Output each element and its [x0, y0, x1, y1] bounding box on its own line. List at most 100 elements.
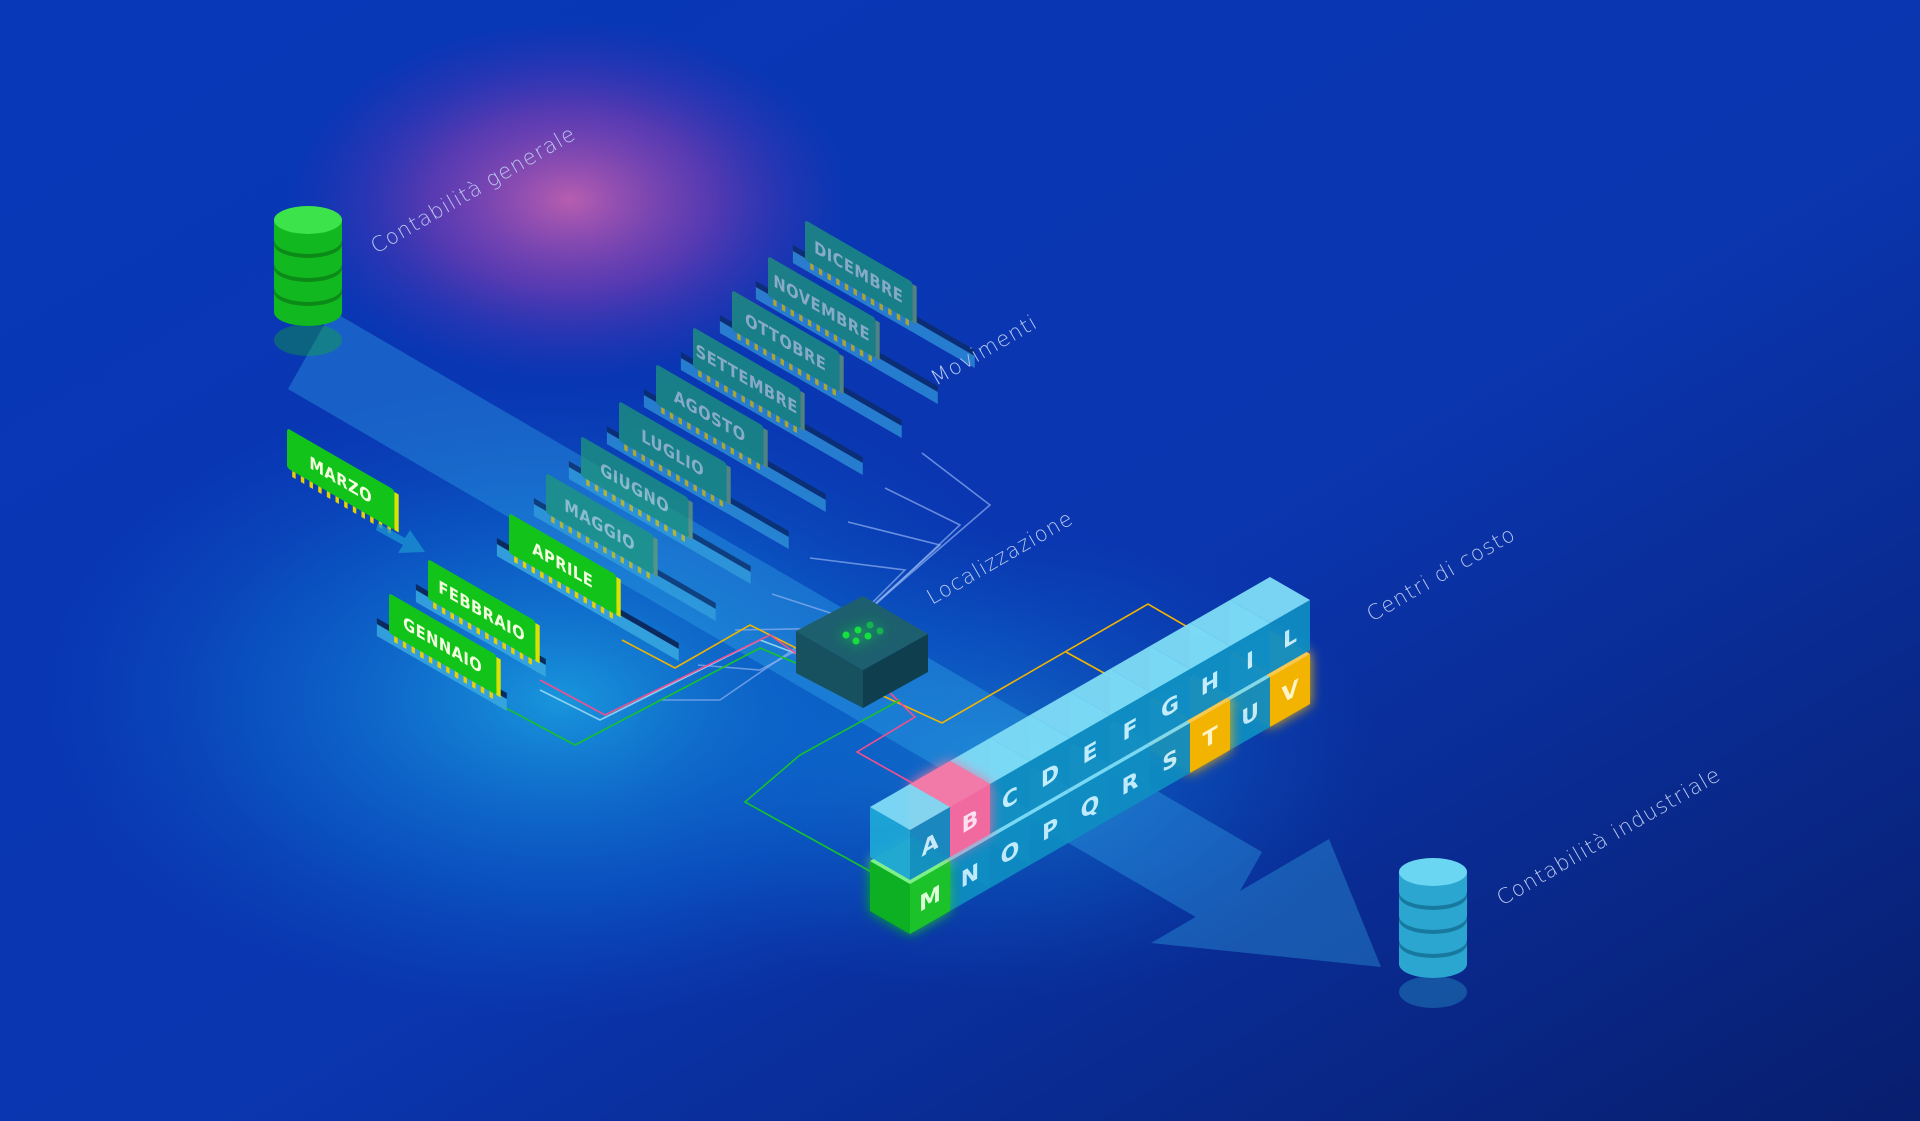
tag-pin	[489, 691, 493, 699]
tag-pin	[771, 353, 776, 361]
tag-face	[428, 560, 536, 660]
tag-pin	[472, 681, 476, 689]
tag-pin	[732, 390, 737, 398]
tag-pin	[790, 309, 794, 317]
month-tag-aprile: APRILE	[496, 514, 679, 661]
tag-edge	[912, 284, 917, 325]
db-reflection	[1399, 976, 1467, 1008]
line-febbraio	[539, 639, 801, 721]
cube-right-face	[950, 784, 990, 857]
tag-pin	[681, 534, 685, 542]
cube-letter: T	[1202, 720, 1218, 755]
cube-right-face	[1110, 692, 1150, 765]
cube-letter: N	[961, 857, 979, 894]
cube-right-face	[1030, 738, 1070, 811]
tag-face	[546, 474, 654, 574]
tag-edge	[763, 428, 768, 469]
cube-right-face	[950, 838, 990, 911]
tag-pin	[888, 308, 892, 316]
tag-pin	[638, 509, 642, 517]
tag-pin	[713, 437, 717, 445]
tag-pin	[603, 489, 607, 497]
tag-pin	[450, 612, 454, 620]
tag-pin	[789, 363, 793, 371]
line-dicembre	[879, 452, 992, 601]
tag-pin	[632, 449, 637, 457]
tag-pin	[620, 499, 625, 507]
tag-pin	[650, 459, 654, 467]
tag-pin	[745, 338, 750, 346]
tag-pin	[799, 314, 803, 322]
tag-pin	[585, 536, 590, 544]
tag-pin	[669, 412, 674, 420]
tag-pin	[678, 417, 682, 425]
cube-letter: H	[1201, 665, 1219, 702]
tag-pin	[511, 647, 515, 655]
tag-pin	[684, 479, 689, 487]
tag-pin	[842, 339, 846, 347]
tag-pin	[776, 415, 780, 423]
tag-pin	[833, 334, 838, 342]
tag-pin	[658, 464, 663, 472]
tag-pin	[637, 566, 642, 574]
localization-box-top	[796, 596, 928, 670]
tag-pin	[612, 494, 616, 502]
localization-box	[796, 596, 928, 708]
cube-letter: B	[962, 804, 979, 840]
tag-pin	[540, 571, 544, 579]
cube-right-face	[1270, 654, 1310, 727]
tag-pin	[661, 407, 665, 415]
cube-right-face	[1150, 723, 1190, 796]
cube-letter: Q	[1081, 788, 1100, 825]
tag-edge	[875, 320, 880, 361]
tag-pin	[676, 474, 680, 482]
db-disk-bottom	[1399, 926, 1467, 954]
tag-face	[619, 402, 727, 502]
tag-pin	[695, 427, 700, 435]
tag-pin	[810, 263, 814, 271]
tag-edge	[394, 492, 399, 533]
tag-pin	[693, 484, 697, 492]
tag-pin	[624, 444, 628, 452]
cube-letter: G	[1161, 688, 1179, 724]
tag-edge	[535, 623, 540, 664]
cube-letter: E	[1082, 735, 1097, 770]
tag-pin	[467, 622, 472, 630]
tag-pin	[437, 661, 441, 669]
db-disk-bottom	[274, 250, 342, 278]
db-disk-bottom	[1399, 902, 1467, 930]
tag-pin	[807, 319, 812, 327]
db-disk-top	[274, 206, 342, 234]
tag-face	[732, 291, 840, 391]
tag-pin	[557, 581, 561, 589]
tag-pin	[531, 566, 535, 574]
cost-center-a: A	[870, 784, 950, 880]
cube-right-face	[1110, 746, 1150, 819]
tag-pin	[551, 516, 555, 524]
marzo-move-arrow-icon	[376, 523, 425, 553]
tag-pin	[441, 607, 446, 615]
tag-pin	[574, 591, 579, 599]
tag-pin	[559, 521, 564, 529]
tag-pin	[402, 641, 407, 649]
db-disk-bottom	[274, 274, 342, 302]
cube-right-face	[1070, 715, 1110, 788]
cube-right-face	[1070, 769, 1110, 842]
cube-right-face	[1230, 677, 1270, 750]
tag-pin	[318, 486, 322, 494]
tag-pin	[797, 368, 802, 376]
tag-pin	[780, 358, 784, 366]
tag-pin	[870, 298, 875, 306]
tag-pin	[292, 471, 296, 479]
cube-right-face	[910, 861, 950, 934]
tag-pin	[411, 646, 415, 654]
tag-pin	[609, 611, 613, 619]
tag-pin	[747, 457, 752, 465]
line-aprile	[621, 624, 801, 669]
tag-pin	[655, 519, 659, 527]
tag-pin	[818, 268, 823, 276]
cube-letter: A	[921, 826, 939, 862]
tag-pin	[454, 671, 459, 679]
